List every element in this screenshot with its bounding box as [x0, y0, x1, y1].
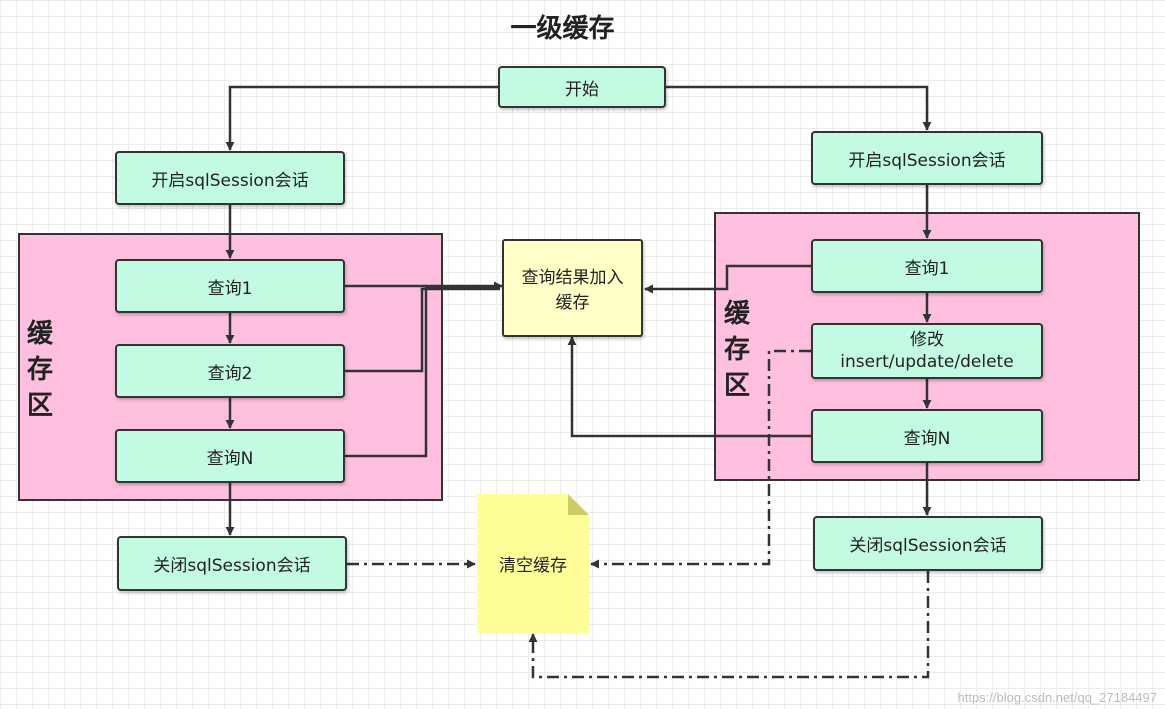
right-query1-label: 查询1	[904, 258, 950, 279]
left-region-label-char-2: 存	[26, 355, 53, 385]
watermark: https://blog.csdn.net/qq_27184497	[957, 690, 1158, 705]
right-close-session-node: 关闭sqlSession会话	[813, 516, 1043, 571]
left-region-label-char-3: 区	[26, 391, 53, 421]
right-region-label-char-1: 缓	[723, 299, 750, 329]
left-queryN-label: 查询N	[206, 448, 254, 469]
right-open-session-node: 开启sqlSession会话	[811, 131, 1043, 185]
left-close-session-label: 关闭sqlSession会话	[153, 556, 311, 576]
left-close-session-node: 关闭sqlSession会话	[117, 536, 347, 591]
right-open-session-label: 开启sqlSession会话	[848, 150, 1006, 171]
clear-cache-label: 清空缓存	[499, 556, 567, 576]
note-shape	[477, 494, 589, 633]
add-to-cache-node: 查询结果加入 缓存	[502, 239, 643, 337]
right-close-session-label: 关闭sqlSession会话	[849, 536, 1007, 556]
right-modify-label-line1: 修改	[910, 330, 944, 350]
left-open-session-label: 开启sqlSession会话	[151, 170, 309, 191]
right-modify-label-line2: insert/update/delete	[840, 352, 1014, 372]
diagram-title: 一级缓存	[510, 14, 615, 44]
left-region-label-char-1: 缓	[26, 319, 53, 349]
right-query1-node: 查询1	[811, 239, 1043, 293]
left-queryN-node: 查询N	[115, 429, 345, 483]
add-to-cache-label-line1: 查询结果加入	[521, 268, 624, 288]
right-queryN-node: 查询N	[811, 409, 1043, 463]
left-query2-node: 查询2	[115, 344, 345, 398]
add-to-cache-label-line2: 缓存	[555, 293, 590, 313]
edge-right-close-to-clear	[528, 571, 930, 679]
right-region-label: 缓 存 区	[721, 296, 753, 404]
right-queryN-label: 查询N	[903, 428, 951, 449]
clear-cache-note: 清空缓存	[477, 494, 589, 633]
left-open-session-node: 开启sqlSession会话	[115, 151, 345, 205]
left-region-label: 缓 存 区	[24, 316, 56, 424]
left-query2-label: 查询2	[207, 363, 253, 384]
start-label: 开始	[565, 79, 599, 100]
start-node: 开始	[498, 66, 666, 108]
edge-start-to-left-open	[225, 85, 498, 151]
right-region-label-char-3: 区	[723, 371, 750, 401]
left-query1-label: 查询1	[207, 278, 253, 299]
edge-start-to-right-open	[666, 85, 932, 131]
right-region-label-char-2: 存	[723, 335, 750, 365]
left-query1-node: 查询1	[115, 259, 345, 313]
right-modify-node: 修改 insert/update/delete	[811, 323, 1043, 379]
